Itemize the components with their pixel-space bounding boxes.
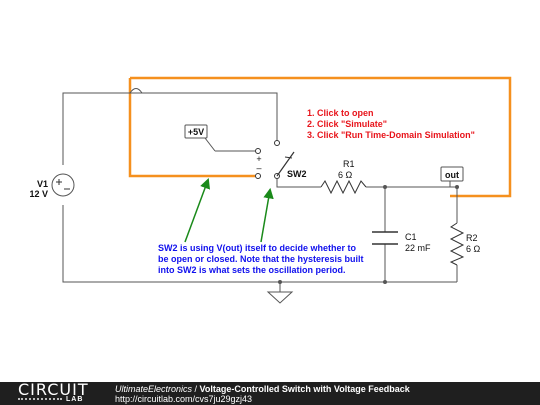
schematic-canvas: V1 12 V +5V + – SW2 R1 6 Ω C1 22 mF R2 6… — [29, 76, 512, 304]
v1-source[interactable]: V1 12 V — [29, 173, 75, 199]
sw2-switch[interactable]: + – SW2 — [255, 140, 307, 180]
out-label[interactable]: out — [440, 166, 464, 182]
logo-trace-decoration — [18, 398, 62, 402]
circuitlab-logo[interactable]: CIRCUIT — [18, 380, 89, 399]
v1-value: 12 V — [29, 189, 48, 199]
note-line-3: into SW2 is what sets the oscillation pe… — [158, 265, 346, 275]
note-line-2: be open or closed. Note that the hystere… — [158, 254, 364, 264]
r1-name: R1 — [343, 159, 355, 169]
r1-resistor[interactable]: R1 6 Ω — [320, 159, 367, 195]
instruction-line-2: 2. Click "Simulate" — [307, 119, 387, 129]
sw2-minus: – — [256, 163, 261, 173]
arrow-to-sw2 — [260, 187, 274, 243]
circuitlab-logo-sub: LAB — [66, 396, 84, 403]
author-link[interactable]: UltimateElectronics — [115, 384, 193, 394]
arrow-to-feedback-wire — [184, 178, 211, 243]
v1-name: V1 — [37, 179, 48, 189]
ground-symbol[interactable] — [266, 291, 294, 304]
out-text: out — [445, 170, 459, 180]
plus5v-label[interactable]: +5V — [184, 124, 216, 152]
c1-name: C1 — [405, 232, 417, 242]
explanation-note: SW2 is using V(out) itself to decide whe… — [158, 243, 364, 275]
r2-resistor[interactable]: R2 6 Ω — [449, 222, 481, 266]
instruction-line-1: 1. Click to open — [307, 108, 374, 118]
c1-capacitor[interactable]: C1 22 mF — [372, 231, 431, 253]
instructions-block: 1. Click to open 2. Click "Simulate" 3. … — [307, 108, 475, 140]
sw2-plus: + — [256, 154, 261, 164]
note-line-1: SW2 is using V(out) itself to decide whe… — [158, 243, 357, 253]
annotation-arrows — [184, 178, 274, 243]
junction-dots — [278, 185, 459, 284]
instruction-line-3: 3. Click "Run Time-Domain Simulation" — [307, 130, 475, 140]
r2-value: 6 Ω — [466, 244, 481, 254]
footer-title-line: UltimateElectronics / Voltage-Controlled… — [115, 384, 410, 394]
r2-name: R2 — [466, 233, 478, 243]
title-separator: / — [192, 384, 200, 394]
plus5v-text: +5V — [188, 127, 204, 137]
circuit-title: Voltage-Controlled Switch with Voltage F… — [199, 384, 410, 394]
circuit-url-link[interactable]: http://circuitlab.com/cvs7ju29gzj43 — [115, 394, 253, 404]
sw2-name: SW2 — [287, 169, 307, 179]
footer-bar: CIRCUIT LAB UltimateElectronics / Voltag… — [0, 382, 540, 405]
feedback-wire[interactable] — [128, 76, 512, 198]
r1-value: 6 Ω — [338, 170, 353, 180]
c1-value: 22 mF — [405, 243, 431, 253]
